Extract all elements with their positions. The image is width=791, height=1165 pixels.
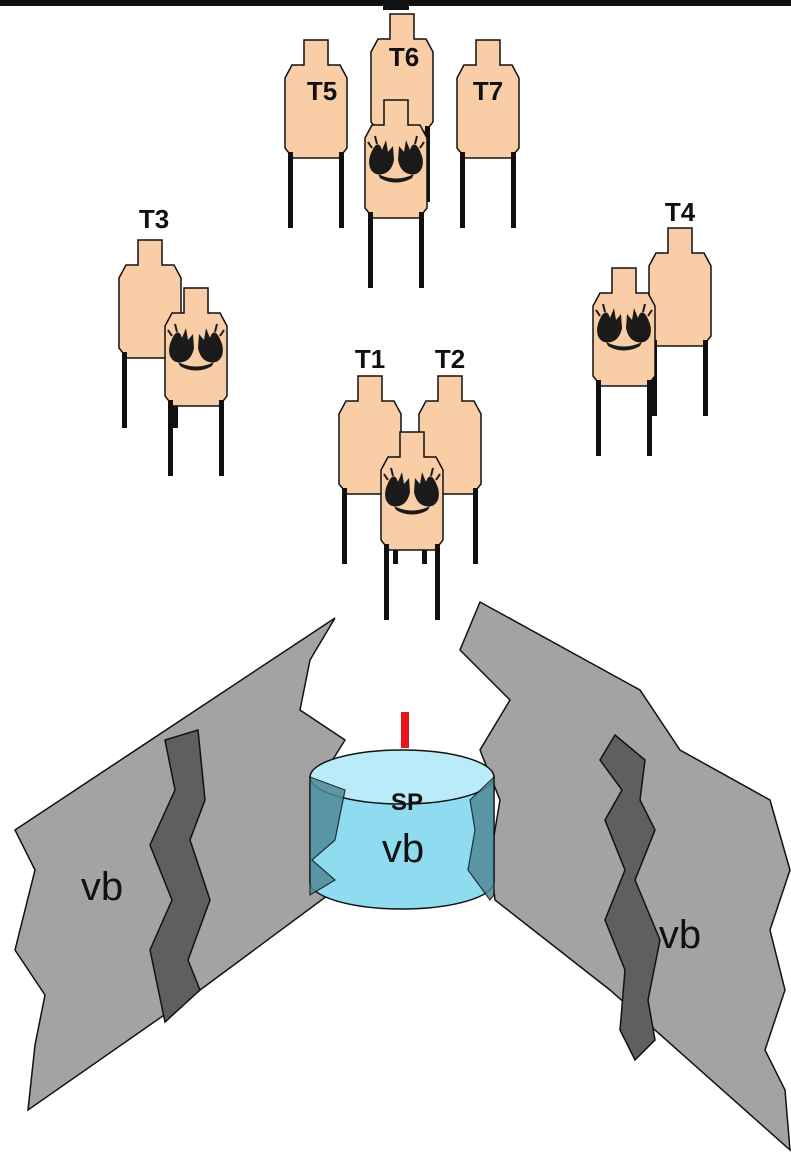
target-t4: T4 [648, 197, 712, 417]
no-shoot-target-center [380, 431, 444, 621]
target-t3-label: T3 [139, 204, 169, 234]
target-t1: T1 [338, 344, 402, 565]
left-barrier-label: vb [81, 865, 123, 909]
right-barrier-label: vb [659, 913, 701, 957]
target-t6-label: T6 [389, 42, 419, 72]
target-t5: T5 [284, 39, 348, 229]
target-t4-label: T4 [665, 197, 696, 227]
start-position-marker [401, 712, 409, 748]
start-position-label: SP [391, 789, 423, 816]
no-shoot-target-right [592, 267, 656, 457]
no-shoot-target-top [364, 99, 428, 289]
target-t2-label: T2 [435, 344, 465, 374]
target-t2: T2 [418, 344, 482, 565]
target-t7: T7 [456, 39, 520, 229]
target-t7-label: T7 [473, 76, 503, 106]
center-barrel: vb [309, 749, 495, 910]
right-barrier: vb [459, 600, 791, 1152]
left-barrier: vb [14, 617, 347, 1112]
target-t6: T6 [370, 13, 434, 203]
target-t5-label: T5 [307, 76, 337, 106]
target-t3: T3 [118, 204, 182, 429]
no-shoot-target-left [164, 287, 228, 477]
top-border-notch [383, 0, 409, 10]
target-t1-label: T1 [355, 344, 385, 374]
center-barrel-label: vb [382, 827, 424, 871]
